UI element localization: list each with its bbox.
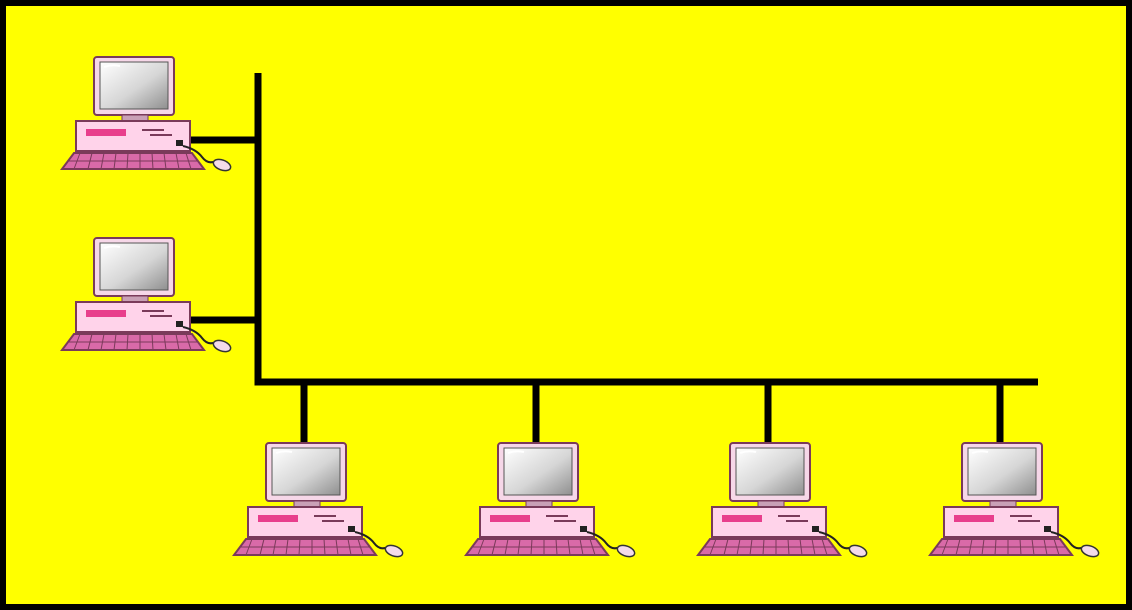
bus-cable xyxy=(190,73,1038,445)
backbone-cable xyxy=(254,73,1038,386)
diagram-background xyxy=(5,5,1127,606)
